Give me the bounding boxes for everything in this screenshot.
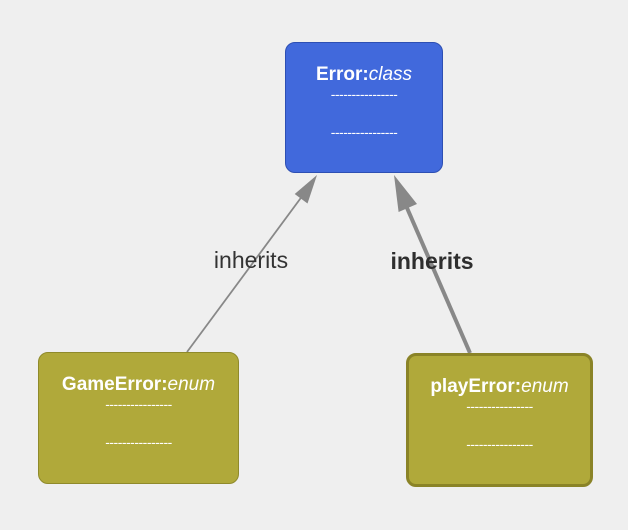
edge-line-gameerror (186, 194, 304, 353)
attributes-separator: ---------------- (330, 86, 398, 102)
node-title: Error:class (286, 64, 442, 86)
node-error-class[interactable]: Error:class ---------------- -----------… (285, 42, 443, 173)
node-kind: enum (167, 374, 216, 395)
methods-separator: ---------------- (330, 124, 398, 140)
node-playerror-enum[interactable]: playError:enum ---------------- --------… (406, 353, 593, 487)
node-name: GameError: (61, 374, 168, 395)
methods-separator: ---------------- (105, 434, 172, 450)
methods-separator: ---------------- (466, 436, 533, 452)
edge-label-gameerror: inherits (213, 247, 289, 273)
edge-label-playerror: inherits (390, 248, 474, 274)
edge-playerror-to-error[interactable] (394, 175, 472, 354)
node-name: playError: (430, 376, 522, 397)
arrow-head-icon (394, 175, 417, 212)
node-title: GameError:enum (39, 374, 238, 396)
attributes-separator: ---------------- (466, 398, 533, 414)
node-title: playError:enum (409, 376, 590, 398)
attributes-separator: ---------------- (105, 396, 172, 412)
node-gameerror-enum[interactable]: GameError:enum ---------------- --------… (38, 352, 239, 484)
node-kind: class (368, 64, 413, 85)
arrow-head-icon (294, 175, 317, 204)
edge-line-playerror (402, 200, 472, 354)
node-kind: enum (521, 376, 569, 397)
edge-gameerror-to-error[interactable] (186, 175, 317, 353)
node-name: Error: (315, 64, 369, 85)
